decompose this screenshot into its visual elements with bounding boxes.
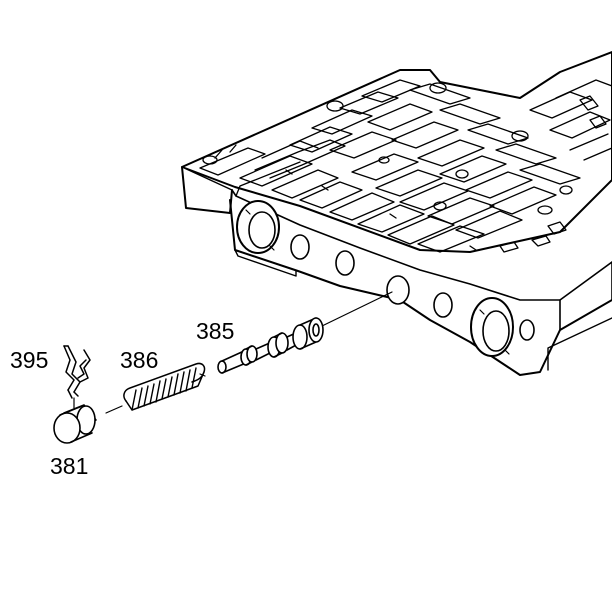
callout-385: 385 [196,318,235,344]
channel-pattern [199,79,612,253]
callout-381: 381 [50,453,89,479]
callout-395: 395 [10,347,49,373]
coil-spring-icon [105,362,206,414]
valve-body [181,51,612,376]
front-bores [290,234,535,341]
retainer-clip-icon [63,345,91,409]
callout-386: 386 [120,347,159,373]
front-bore-left [236,200,280,254]
front-bore-right [470,297,514,357]
valve-plug-icon [53,404,97,444]
spool-valve-icon [217,291,393,374]
